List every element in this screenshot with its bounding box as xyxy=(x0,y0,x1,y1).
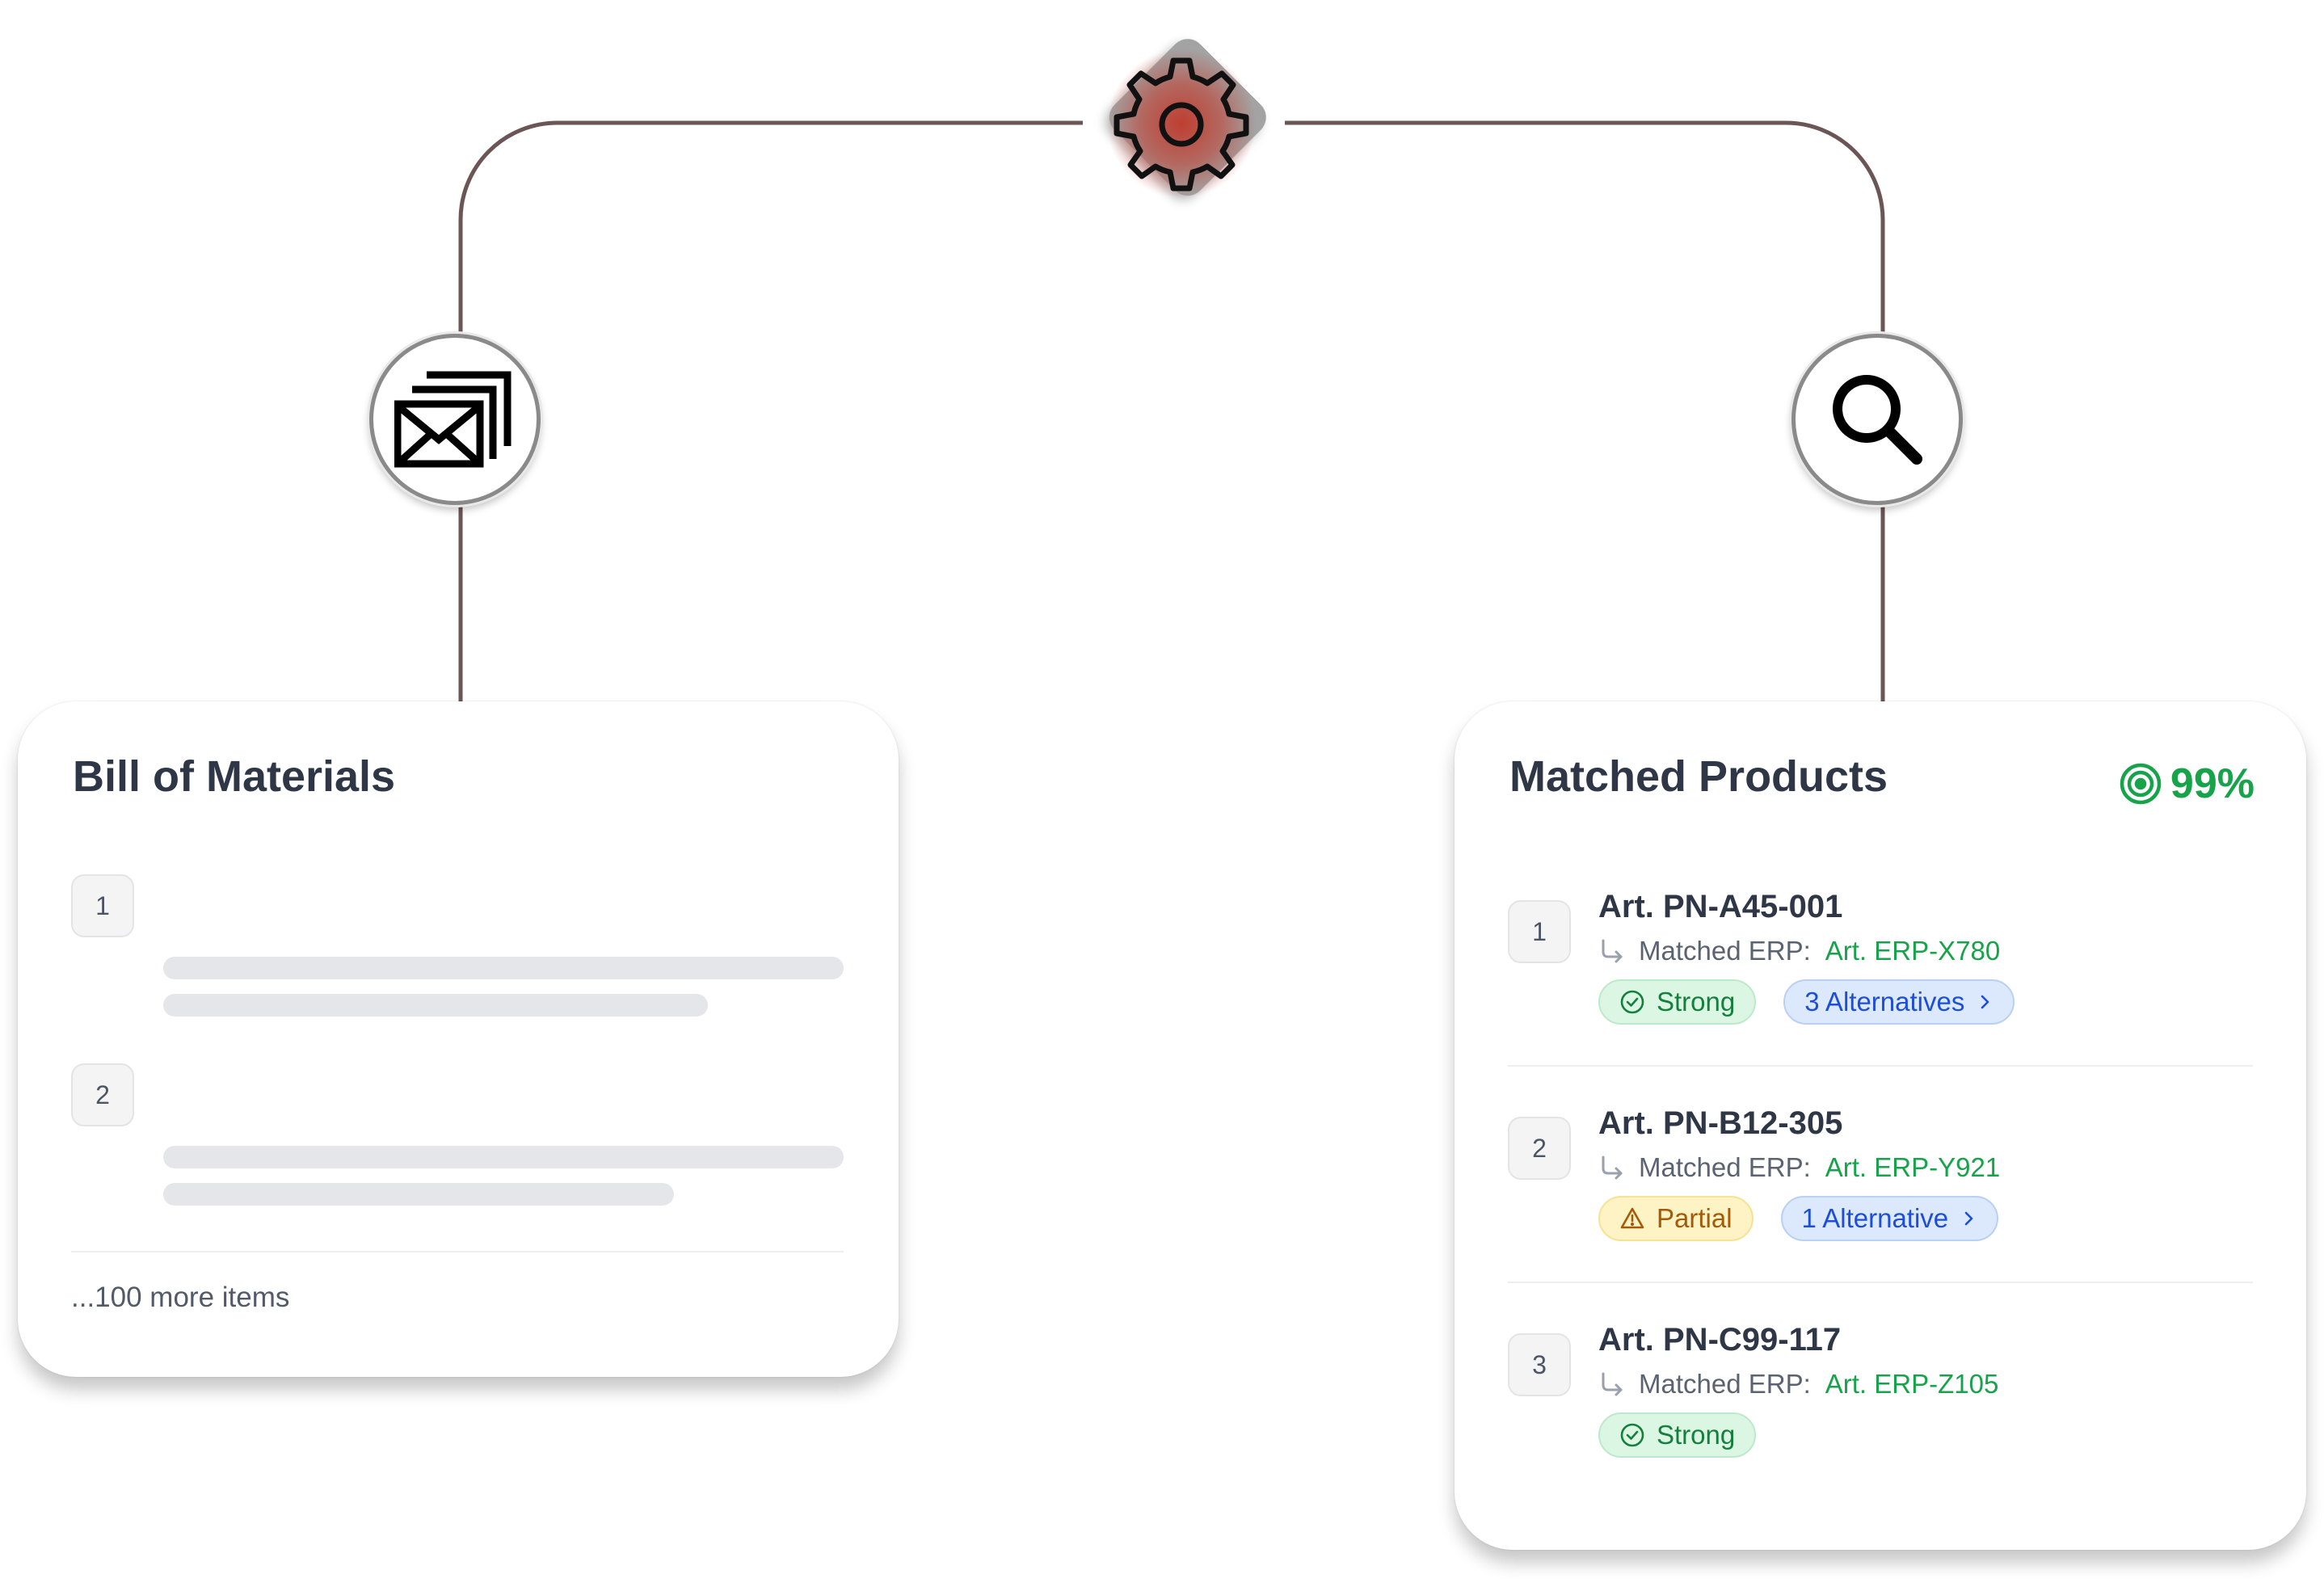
gear-icon xyxy=(1107,39,1266,198)
match-score: 99% xyxy=(2119,760,2255,808)
item-number-badge: 1 xyxy=(1508,900,1571,963)
matched-products-card: Matched Products 99% 1 Art. PN-A45-001 M… xyxy=(1455,701,2306,1550)
divider xyxy=(1508,1282,2253,1283)
connector-right xyxy=(1285,120,1885,701)
return-arrow-icon xyxy=(1602,1372,1623,1396)
item-number-badge: 2 xyxy=(71,1063,134,1126)
alternatives-button[interactable]: 3 Alternatives xyxy=(1783,979,2015,1025)
target-icon xyxy=(2120,763,2162,805)
check-circle-icon xyxy=(1620,1423,1644,1447)
article-number: Art. PN-C99-117 xyxy=(1598,1322,1842,1358)
skeleton-line xyxy=(163,957,844,979)
status-label: Partial xyxy=(1657,1203,1732,1233)
skeleton-line xyxy=(163,1146,844,1168)
erp-label: Matched ERP: xyxy=(1639,1152,1811,1182)
erp-label: Matched ERP: xyxy=(1639,1369,1811,1399)
item-number-badge: 1 xyxy=(71,874,134,937)
match-score-value: 99% xyxy=(2170,760,2255,807)
erp-match-row: Matched ERP: Art. ERP-Z105 xyxy=(1598,1369,1998,1400)
connector-left xyxy=(458,120,1083,701)
skeleton-line xyxy=(163,994,708,1017)
status-label: Strong xyxy=(1657,1420,1736,1450)
divider xyxy=(1508,1065,2253,1067)
chevron-right-icon xyxy=(1981,995,1989,1009)
process-hub xyxy=(1076,10,1286,238)
article-number: Art. PN-A45-001 xyxy=(1598,889,1843,924)
chevron-right-icon xyxy=(1964,1211,1973,1226)
envelopes-icon xyxy=(394,371,512,468)
erp-article: Art. ERP-X780 xyxy=(1825,936,2001,966)
alternatives-button[interactable]: 1 Alternative xyxy=(1780,1196,1999,1241)
more-items-text: ...100 more items xyxy=(71,1282,290,1313)
alternatives-label: 3 Alternatives xyxy=(1804,987,1965,1017)
erp-match-row: Matched ERP: Art. ERP-X780 xyxy=(1598,936,2000,966)
card-title: Bill of Materials xyxy=(73,752,396,801)
bill-of-materials-card: Bill of Materials 1 2 ...100 more items xyxy=(18,701,899,1377)
article-number: Art. PN-B12-305 xyxy=(1598,1105,1843,1141)
erp-label: Matched ERP: xyxy=(1639,936,1811,966)
erp-match-row: Matched ERP: Art. ERP-Y921 xyxy=(1598,1152,2000,1183)
matched-item: 3 Art. PN-C99-117 Matched ERP: Art. ERP-… xyxy=(1508,1322,2253,1516)
item-number-badge: 3 xyxy=(1508,1333,1571,1396)
search-node xyxy=(1791,334,1963,505)
alternatives-label: 1 Alternative xyxy=(1801,1203,1949,1233)
warning-triangle-icon xyxy=(1620,1207,1644,1229)
status-badge-strong: Strong xyxy=(1598,979,1757,1025)
divider xyxy=(71,1251,844,1252)
item-number-badge: 2 xyxy=(1508,1117,1571,1180)
skeleton-line xyxy=(163,1183,674,1206)
erp-article: Art. ERP-Z105 xyxy=(1825,1369,1999,1399)
matched-item: 2 Art. PN-B12-305 Matched ERP: Art. ERP-… xyxy=(1508,1105,2253,1299)
return-arrow-icon xyxy=(1602,1156,1623,1180)
return-arrow-icon xyxy=(1602,939,1623,963)
status-badge-partial: Partial xyxy=(1598,1196,1754,1241)
matched-item: 1 Art. PN-A45-001 Matched ERP: Art. ERP-… xyxy=(1508,889,2253,1083)
erp-article: Art. ERP-Y921 xyxy=(1825,1152,2001,1182)
card-title: Matched Products xyxy=(1509,752,1888,801)
status-label: Strong xyxy=(1657,987,1736,1017)
status-badge-strong: Strong xyxy=(1598,1412,1757,1458)
mail-node xyxy=(369,334,541,505)
check-circle-icon xyxy=(1620,990,1644,1014)
magnifier-icon xyxy=(1833,375,1922,465)
